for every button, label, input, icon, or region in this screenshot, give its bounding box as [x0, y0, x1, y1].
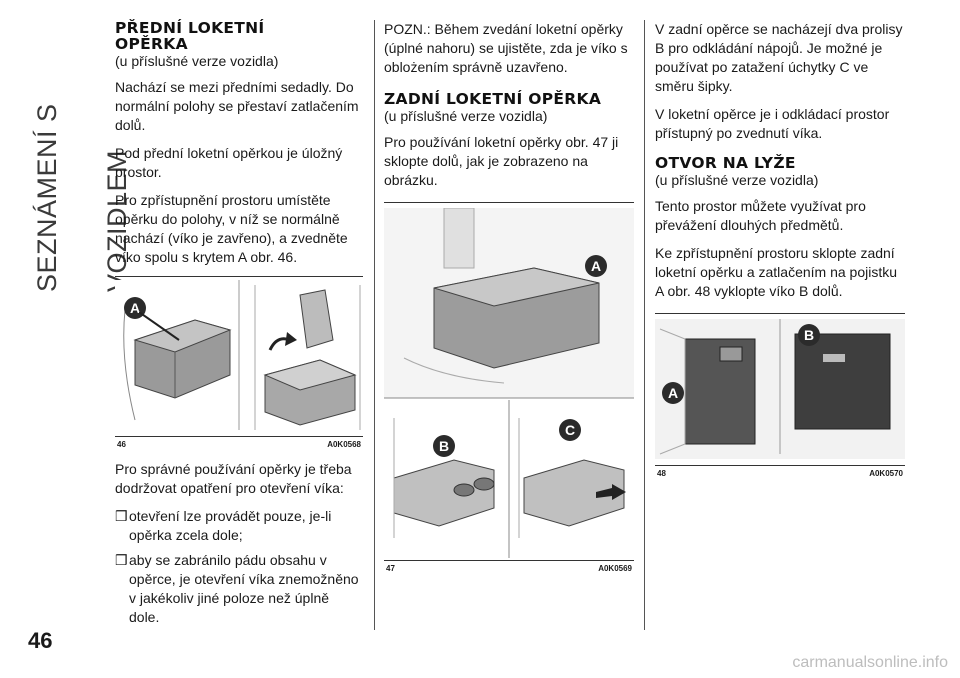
paragraph: Pod přední loketní opěrkou je úložný pro… [115, 145, 343, 180]
paragraph: POZN.: Během zvedání loketní opěrky (úpl… [384, 21, 628, 75]
bullet-mark: ❒ [115, 552, 128, 568]
column-ski-opening: V zadní opěrce se nacházejí dva prolisy … [655, 20, 905, 497]
paragraph: V loketní opěrce je i odkládací prostor … [655, 106, 890, 141]
section-heading: ZADNÍ LOKETNÍ OPĚRKA [384, 90, 602, 108]
figure-code: A0K0570 [869, 469, 903, 478]
section-subtitle: (u příslušné verze vozidla) [384, 108, 548, 124]
figure-top-rule [384, 202, 634, 203]
section-subtitle: (u příslušné verze vozidla) [655, 172, 819, 188]
bullet-item: ❒ otevření lze provádět pouze, je-li opě… [115, 507, 363, 545]
bullet-mark: ❒ [115, 508, 128, 524]
bullet-text: aby se zabránilo pádu obsahu v opěrce, j… [129, 552, 359, 625]
section-heading: PŘEDNÍ LOKETNÍ [115, 19, 265, 37]
section-subtitle: (u příslušné verze vozidla) [115, 53, 279, 69]
figure-number: 46 [117, 440, 126, 449]
callout-marker: C [559, 419, 581, 441]
watermark: carmanualsonline.info [792, 654, 948, 671]
column-front-armrest: PŘEDNÍ LOKETNÍ OPĚRKA (u příslušné verze… [115, 20, 363, 633]
callout-marker: A [662, 382, 684, 404]
paragraph: Pro zpřístupnění prostoru umístěte opěrk… [115, 192, 348, 265]
callout-marker: B [798, 324, 820, 346]
paragraph: Pro správné používání opěrky je třeba do… [115, 461, 352, 496]
column-divider [374, 20, 375, 630]
figure-bottom-rule [384, 560, 634, 561]
figure-48: A B 48 A0K0570 [655, 313, 905, 493]
paragraph: Nachází se mezi předními sedadly. Do nor… [115, 79, 359, 133]
paragraph: Ke zpřístupnění prostoru sklopte zadní l… [655, 245, 898, 299]
paragraph: V zadní opěrce se nacházejí dva prolisy … [655, 21, 903, 94]
page-number: 46 [28, 628, 53, 653]
figure-bottom-rule [115, 436, 363, 437]
svg-text:C: C [565, 422, 575, 438]
callout-marker: B [433, 435, 455, 457]
figure-number: 48 [657, 469, 666, 478]
section-heading: OTVOR NA LYŽE [655, 154, 796, 172]
figure-top-rule [115, 276, 363, 277]
figure-46: A 46 A0K0568 [115, 276, 363, 456]
callout-leader-line [139, 312, 180, 341]
callout-marker: A [585, 255, 607, 277]
paragraph: Pro používání loketní opěrky obr. 47 ji … [384, 134, 619, 188]
figure-code: A0K0569 [598, 564, 632, 573]
bullet-item: ❒ aby se zabránilo pádu obsahu v opěrce,… [115, 551, 363, 627]
paragraph: Tento prostor můžete využívat pro převáž… [655, 198, 866, 233]
svg-text:A: A [130, 300, 140, 316]
column-rear-armrest: POZN.: Během zvedání loketní opěrky (úpl… [384, 20, 634, 582]
figure-bottom-rule [655, 465, 905, 466]
side-section-title: SEZNÁMENÍ S VOZIDLEM [32, 103, 132, 292]
figure-47: A B C 47 A0K0569 [384, 202, 634, 578]
section-heading: OPĚRKA [115, 35, 188, 53]
svg-text:B: B [439, 438, 449, 454]
svg-text:A: A [591, 258, 601, 274]
figure-top-rule [655, 313, 905, 314]
figure-number: 47 [386, 564, 395, 573]
figure-47-illustration [384, 208, 634, 558]
bullet-text: otevření lze provádět pouze, je-li opěrk… [129, 508, 332, 543]
column-divider [644, 20, 645, 630]
svg-text:B: B [804, 327, 814, 343]
figure-48-illustration [655, 319, 905, 459]
figure-46-illustration [115, 280, 363, 436]
figure-code: A0K0568 [327, 440, 361, 449]
svg-text:A: A [668, 385, 678, 401]
